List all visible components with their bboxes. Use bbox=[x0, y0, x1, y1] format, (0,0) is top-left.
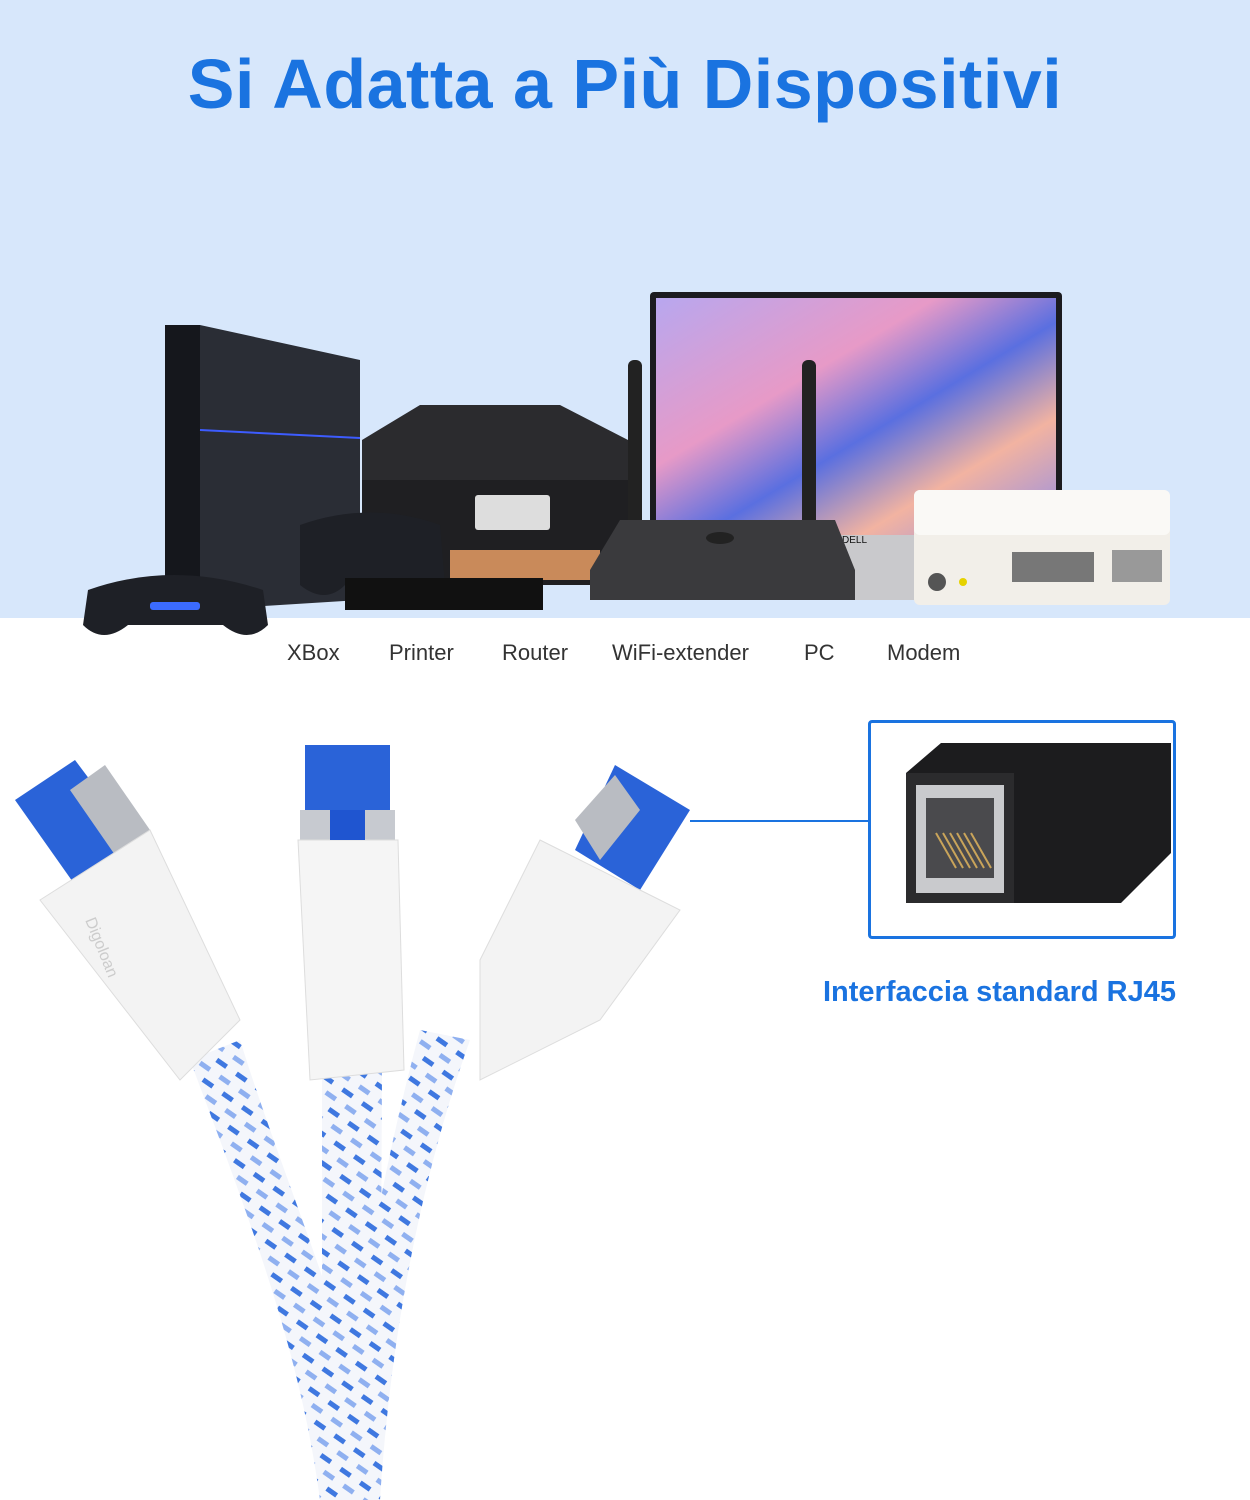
right-plug bbox=[479, 765, 690, 1081]
page-title: Si Adatta a Più Dispositivi bbox=[187, 45, 1063, 123]
svg-text:DELL: DELL bbox=[842, 535, 867, 546]
ethernet-cables-image: Digoloan bbox=[15, 745, 690, 1500]
rj45-port-image bbox=[906, 743, 1171, 903]
controllers-image bbox=[83, 512, 543, 635]
middle-plug bbox=[297, 745, 405, 1081]
modem-image bbox=[914, 490, 1170, 605]
rj45-port-closeup bbox=[868, 720, 1176, 939]
device-label-pc: PC bbox=[804, 640, 835, 665]
device-label-wifi-extender: WiFi-extender bbox=[612, 640, 749, 665]
left-plug: Digoloan bbox=[15, 760, 241, 1081]
callout-line bbox=[690, 820, 868, 822]
rj45-caption: Interfaccia standard RJ45 bbox=[823, 976, 1176, 1008]
devices-illustration: DELL bbox=[83, 292, 1170, 635]
device-label-printer: Printer bbox=[389, 640, 454, 665]
device-label-xbox: XBox bbox=[287, 640, 340, 665]
device-label-modem: Modem bbox=[887, 640, 961, 665]
laptop-image: DELL bbox=[650, 292, 1062, 600]
device-labels: XBox Printer Router WiFi-extender PC Mod… bbox=[0, 640, 1250, 670]
device-label-router: Router bbox=[502, 640, 569, 665]
router-image bbox=[590, 360, 855, 600]
